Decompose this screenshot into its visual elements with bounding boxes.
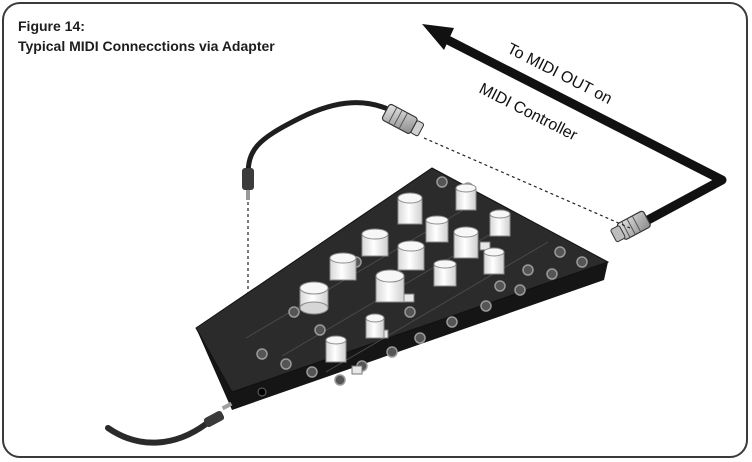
knobs: [299, 183, 511, 363]
figure-number: Figure 14:: [18, 18, 85, 34]
figure-caption: Typical MIDI Connecctions via Adapter: [18, 38, 275, 54]
input-jack-icon: [257, 387, 267, 397]
midi-out-cable: [422, 24, 727, 243]
adapter-cable: [242, 100, 425, 200]
jack-sockets: [256, 176, 588, 386]
arrowhead-icon: [422, 24, 454, 50]
figure-title: Figure 14: Typical MIDI Connecctions via…: [18, 16, 275, 56]
eurorack-module: [195, 167, 610, 410]
label-midi-controller: MIDI Controller: [476, 80, 580, 144]
din-plug-icon: [610, 210, 651, 243]
input-cable: [105, 401, 233, 446]
din-adapter-icon: [381, 103, 425, 137]
